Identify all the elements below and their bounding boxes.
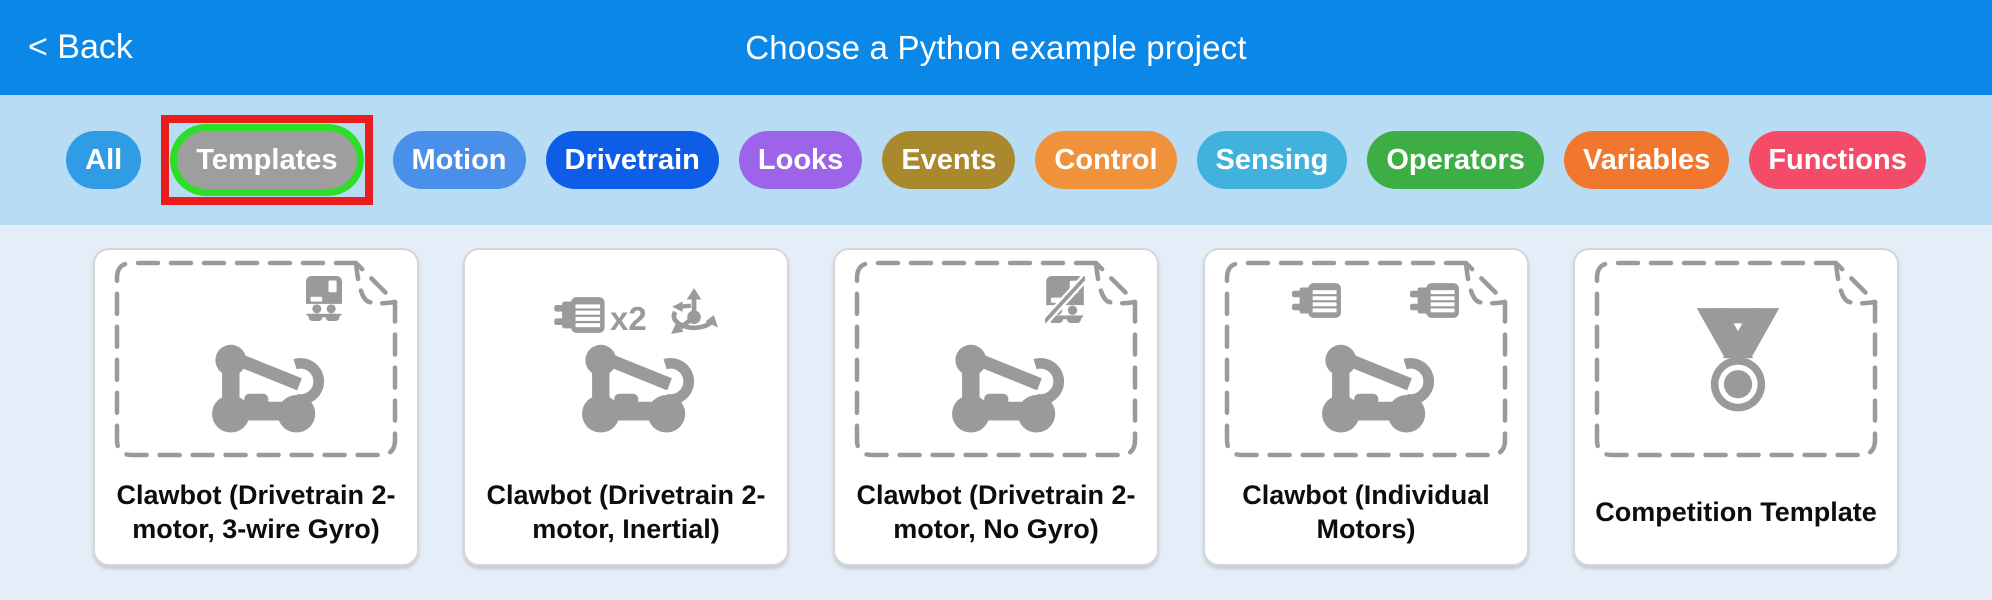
project-card-title: Competition Template xyxy=(1595,497,1877,527)
clawbot-robot-icon xyxy=(1322,345,1429,433)
filter-pill-templates[interactable]: Templates xyxy=(177,131,357,189)
filter-pill-drivetrain[interactable]: Drivetrain xyxy=(545,131,719,189)
filter-bar: All Templates Motion Drivetrain Looks Ev… xyxy=(0,95,1992,225)
left-motor-icon xyxy=(1292,283,1341,318)
template-file-frame xyxy=(1227,263,1505,455)
project-card-clawbot-individual-motors[interactable]: Clawbot (Individual Motors) xyxy=(1203,248,1529,566)
project-thumbnail xyxy=(1216,254,1516,464)
filter-pill-motion[interactable]: Motion xyxy=(392,131,526,189)
motor-icon xyxy=(554,297,605,333)
clawbot-robot-icon xyxy=(212,345,319,433)
filter-pill-looks[interactable]: Looks xyxy=(738,131,863,189)
project-card-title: Clawbot (Drivetrain 2-motor, 3-wire Gyro… xyxy=(116,480,396,544)
project-thumbnail xyxy=(846,254,1146,464)
competition-medal-icon xyxy=(1696,308,1780,412)
template-file-frame xyxy=(117,263,395,455)
project-card-title: Clawbot (Individual Motors) xyxy=(1242,480,1490,544)
template-file-frame xyxy=(857,263,1135,455)
project-card-clawbot-no-gyro[interactable]: Clawbot (Drivetrain 2-motor, No Gyro) xyxy=(833,248,1159,566)
header: < Back Choose a Python example project xyxy=(0,0,1992,95)
motor-count-label: x2 xyxy=(610,300,647,337)
project-thumbnail xyxy=(106,254,406,464)
selection-highlight-box: Templates xyxy=(161,115,373,205)
right-motor-icon xyxy=(1410,283,1459,318)
project-thumbnail: x2 xyxy=(476,254,776,464)
filter-pill-all[interactable]: All xyxy=(66,131,142,189)
back-button[interactable]: < Back xyxy=(18,0,143,95)
project-card-clawbot-3wire-gyro[interactable]: Clawbot (Drivetrain 2-motor, 3-wire Gyro… xyxy=(93,248,419,566)
clawbot-robot-icon xyxy=(582,345,689,433)
filter-pill-sensing[interactable]: Sensing xyxy=(1196,131,1348,189)
inertial-sensor-icon xyxy=(671,288,718,334)
project-thumbnail xyxy=(1586,254,1886,464)
filter-pill-functions[interactable]: Functions xyxy=(1749,131,1926,189)
project-card-competition-template[interactable]: Competition Template xyxy=(1573,248,1899,566)
page-title: Choose a Python example project xyxy=(745,28,1247,66)
project-card-clawbot-inertial[interactable]: x2 Clawbot (Drivetrain 2-motor, Inertial… xyxy=(463,248,789,566)
gyro-sensor-icon xyxy=(306,276,342,321)
filter-pill-control[interactable]: Control xyxy=(1035,131,1177,189)
filter-pill-operators[interactable]: Operators xyxy=(1367,131,1544,189)
project-card-title: Clawbot (Drivetrain 2-motor, Inertial) xyxy=(486,480,766,544)
no-gyro-icon xyxy=(1044,276,1085,323)
project-card-title: Clawbot (Drivetrain 2-motor, No Gyro) xyxy=(856,480,1136,544)
filter-pill-events[interactable]: Events xyxy=(882,131,1016,189)
clawbot-robot-icon xyxy=(952,345,1059,433)
filter-pill-variables[interactable]: Variables xyxy=(1563,131,1730,189)
project-grid: Clawbot (Drivetrain 2-motor, 3-wire Gyro… xyxy=(0,225,1992,600)
